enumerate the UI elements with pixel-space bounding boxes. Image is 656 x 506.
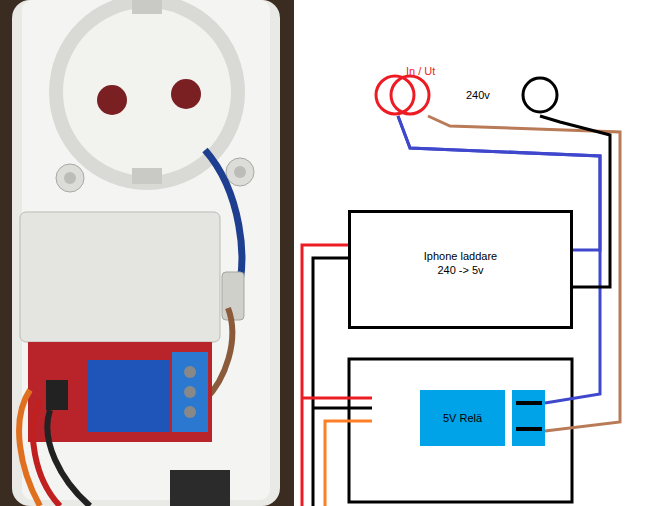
node-label: 5V Relä [420, 411, 505, 425]
node-label: 240v [466, 88, 490, 102]
node-outline [420, 390, 545, 446]
node-label: Iphone laddare [424, 249, 497, 263]
relay-box: 5V Relä [420, 390, 545, 446]
terminal-circle: 240v [462, 76, 562, 116]
node-label: In / Ut [406, 64, 435, 78]
relay-module [349, 359, 572, 502]
charger-box: Iphone laddare240 -> 5v [348, 210, 573, 329]
node-label: 240 -> 5v [437, 263, 483, 277]
terminal-circle: In / Ut [372, 60, 446, 116]
photo [0, 0, 294, 506]
